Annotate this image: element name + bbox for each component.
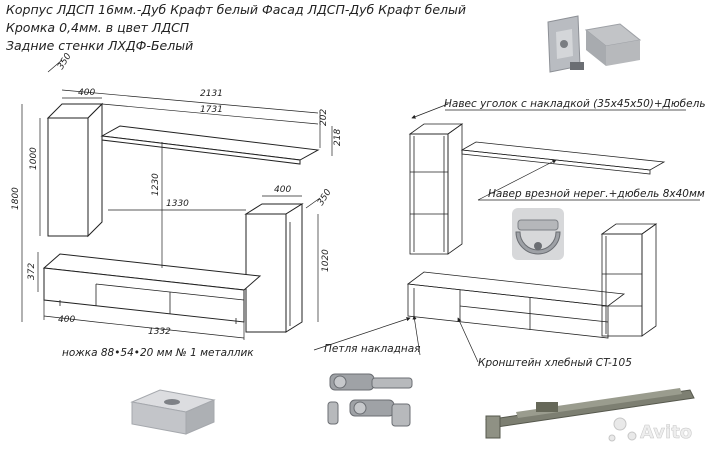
callout-bracket: Кронштейн хлебный CT-105 xyxy=(478,357,632,369)
wire-shelf xyxy=(460,141,666,175)
wire-left-cabinet xyxy=(408,123,464,255)
dim-218: 218 xyxy=(333,129,343,146)
dim-1230: 1230 xyxy=(151,173,161,196)
callout-corner-hinge: Навес уголок с накладкой (35х45х50)+Дюбе… xyxy=(444,98,706,110)
dimensioned-wall-unit: 350 400 2131 1731 202 218 1000 1800 1230… xyxy=(11,51,343,340)
callout-mortise-hanger: Навер врезной нерег.+дюбель 8х40мм xyxy=(488,188,705,200)
dim-1020: 1020 xyxy=(321,249,331,272)
dim-2131: 2131 xyxy=(200,89,223,99)
dim-1330: 1330 xyxy=(166,199,189,209)
tv-stand xyxy=(42,253,262,324)
dim-400-top: 400 xyxy=(78,88,95,98)
callout-leaders xyxy=(313,103,700,363)
dim-1000: 1000 xyxy=(29,147,39,170)
dim-1332: 1332 xyxy=(148,327,171,337)
callout-leg: ножка 88•54•20 мм № 1 металлик xyxy=(62,347,254,359)
dim-372: 372 xyxy=(27,263,37,280)
mortise-hanger-image xyxy=(512,208,564,260)
bread-bracket-image xyxy=(485,388,695,439)
dim-350-right: 350 xyxy=(316,187,334,207)
wire-tv-stand xyxy=(406,271,626,339)
spec-line-material: Корпус ЛДСП 16мм.-Дуб Крафт белый Фасад … xyxy=(6,2,467,17)
dim-202: 202 xyxy=(319,109,329,126)
dim-1731: 1731 xyxy=(200,105,223,115)
left-tall-cabinet xyxy=(46,102,104,238)
overlay-hinge-image xyxy=(327,373,413,427)
spec-line-edge: Кромка 0,4мм. в цвет ЛДСП xyxy=(6,20,190,35)
dim-350-top: 350 xyxy=(56,51,74,71)
wire-right-cabinet xyxy=(600,223,658,337)
leg-image xyxy=(130,389,216,435)
wireframe-wall-unit xyxy=(406,123,666,339)
dim-1800: 1800 xyxy=(11,187,21,210)
wall-shelf xyxy=(100,125,320,165)
avito-watermark-text: Avito xyxy=(640,422,692,443)
spec-line-back-panel: Задние стенки ЛХДФ-Белый xyxy=(6,38,194,53)
dim-400-right: 400 xyxy=(274,185,291,195)
right-tall-cabinet xyxy=(244,203,304,333)
dimension-lines xyxy=(21,59,333,340)
avito-watermark: Avito xyxy=(608,417,692,443)
callout-overlay-hinge: Петля накладная xyxy=(324,343,421,355)
dim-400-bottom: 400 xyxy=(58,315,75,325)
corner-hanger-image xyxy=(547,15,642,73)
